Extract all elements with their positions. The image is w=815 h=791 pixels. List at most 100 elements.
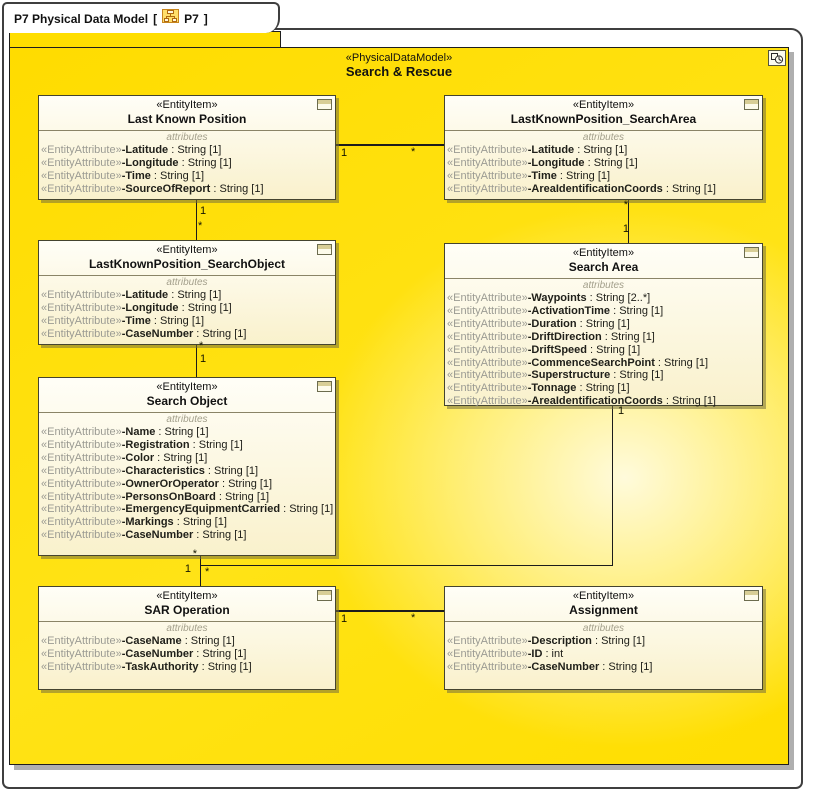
- diagram-tab-title: P7 Physical Data Model: [14, 11, 149, 26]
- multiplicity-label: *: [411, 612, 416, 624]
- attributes-section-label: attributes: [166, 623, 208, 634]
- attribute-row: «EntityAttribute»-PersonsOnBoard : Strin…: [41, 490, 270, 503]
- attribute-row: «EntityAttribute»-EmergencyEquipmentCarr…: [41, 503, 334, 516]
- entity-header: «EntityItem» LastKnownPosition_SearchAre…: [445, 96, 762, 131]
- entity-stereotype: «EntityItem»: [156, 590, 218, 602]
- attribute-row: «EntityAttribute»-Waypoints : String [2.…: [447, 292, 651, 304]
- entity-icon: [744, 590, 759, 601]
- multiplicity-label: 1: [341, 147, 348, 159]
- attribute-row: «EntityAttribute»-Color : String [1]: [41, 451, 208, 464]
- entity-lastknownposition-searchobject[interactable]: «EntityItem» LastKnownPosition_SearchObj…: [38, 240, 336, 345]
- attribute-row: «EntityAttribute»-DriftSpeed : String [1…: [447, 343, 641, 356]
- tab-open-bracket: [: [153, 11, 158, 26]
- entity-header: «EntityItem» Search Object: [39, 378, 335, 413]
- attribute-row: «EntityAttribute»-Latitude : String [1]: [41, 144, 222, 156]
- attribute-row: «EntityAttribute»-Longitude : String [1]: [41, 301, 232, 314]
- attribute-row: «EntityAttribute»-TaskAuthority : String…: [41, 660, 252, 673]
- attribute-row: «EntityAttribute»-Time : String [1]: [447, 169, 611, 182]
- entity-search-area[interactable]: «EntityItem» Search Area attributes «Ent…: [444, 243, 763, 408]
- entity-header: «EntityItem» Assignment: [445, 587, 762, 622]
- entity-icon: [317, 381, 332, 392]
- attribute-row: «EntityAttribute»-Markings : String [1]: [41, 516, 227, 529]
- package-folder-tab[interactable]: [9, 31, 281, 48]
- diagram-tab[interactable]: P7 Physical Data Model [ P7 ]: [2, 2, 280, 33]
- entity-search-object[interactable]: «EntityItem» Search Object attributes «E…: [38, 377, 336, 556]
- attribute-row: «EntityAttribute»-CaseNumber : String [1…: [41, 647, 247, 660]
- package-stereotype: «PhysicalDataModel»: [345, 52, 453, 64]
- attribute-list: «EntityAttribute»-Latitude : String [1]«…: [445, 144, 762, 196]
- entity-stereotype: «EntityItem»: [156, 99, 218, 111]
- connector-saroperation-assignment[interactable]: [336, 610, 444, 612]
- diagram-icon: [162, 9, 180, 28]
- attribute-list: «EntityAttribute»-Waypoints : String [2.…: [445, 292, 762, 408]
- multiplicity-label: 1: [622, 223, 629, 235]
- attribute-list: «EntityAttribute»-Latitude : String [1]«…: [39, 289, 335, 341]
- connector-searchobject-saroperation[interactable]: [200, 556, 201, 586]
- entity-lastknownposition-searcharea[interactable]: «EntityItem» LastKnownPosition_SearchAre…: [444, 95, 763, 200]
- attribute-row: «EntityAttribute»-Latitude : String [1]: [447, 144, 628, 156]
- entity-stereotype: «EntityItem»: [156, 244, 218, 256]
- connector-lkp-lkpsearcharea[interactable]: [336, 144, 444, 146]
- entity-assignment[interactable]: «EntityItem» Assignment attributes «Enti…: [444, 586, 763, 690]
- attribute-row: «EntityAttribute»-ID : int: [447, 647, 564, 660]
- attributes-section-label: attributes: [582, 280, 625, 291]
- entity-icon: [317, 99, 332, 110]
- entity-name: Last Known Position: [127, 112, 247, 126]
- attribute-row: «EntityAttribute»-CaseNumber : String [1…: [41, 529, 247, 542]
- entity-stereotype: «EntityItem»: [572, 590, 635, 602]
- attributes-section-label: attributes: [582, 623, 625, 634]
- entity-header: «EntityItem» SAR Operation: [39, 587, 335, 622]
- attribute-list: «EntityAttribute»-CaseName : String [1]«…: [39, 635, 335, 674]
- attribute-row: «EntityAttribute»-Description : String […: [447, 635, 646, 647]
- attribute-row: «EntityAttribute»-SourceOfReport : Strin…: [41, 182, 264, 195]
- entity-stereotype: «EntityItem»: [156, 381, 218, 393]
- multiplicity-label: 1: [618, 405, 625, 417]
- attribute-list: «EntityAttribute»-Name : String [1]«Enti…: [39, 426, 335, 542]
- attribute-list: «EntityAttribute»-Description : String […: [445, 635, 762, 674]
- attribute-row: «EntityAttribute»-Registration : String …: [41, 438, 243, 451]
- attributes-section-label: attributes: [166, 132, 208, 143]
- attribute-row: «EntityAttribute»-AreaIdentificationCoor…: [447, 182, 716, 195]
- connector-searcharea-saroperation-horizontal[interactable]: [200, 565, 613, 566]
- multiplicity-label: *: [199, 340, 204, 352]
- connector-lkp-lkpsearchobject[interactable]: [196, 200, 197, 240]
- attribute-row: «EntityAttribute»-Longitude : String [1]: [447, 156, 638, 169]
- entity-header: «EntityItem» Search Area: [445, 244, 762, 279]
- entity-name: LastKnownPosition_SearchArea: [510, 112, 697, 126]
- entity-name: Search Area: [568, 260, 639, 274]
- multiplicity-label: *: [198, 220, 203, 232]
- connector-searcharea-saroperation-vertical[interactable]: [612, 404, 613, 566]
- attribute-row: «EntityAttribute»-CaseNumber : String [1…: [41, 327, 247, 340]
- connector-lkpsearcharea-searcharea[interactable]: [628, 200, 629, 243]
- attribute-row: «EntityAttribute»-Duration : String [1]: [447, 317, 630, 330]
- entity-stereotype: «EntityItem»: [572, 99, 635, 111]
- entity-icon: [744, 99, 759, 110]
- entity-header: «EntityItem» Last Known Position: [39, 96, 335, 131]
- entity-stereotype: «EntityItem»: [572, 247, 635, 259]
- attribute-row: «EntityAttribute»-Name : String [1]: [41, 426, 209, 438]
- entity-icon: [317, 590, 332, 601]
- entity-icon: [317, 244, 332, 255]
- attribute-row: «EntityAttribute»-Superstructure : Strin…: [447, 369, 664, 382]
- multiplicity-label: *: [192, 548, 197, 560]
- composite-diagram-icon[interactable]: [768, 50, 786, 71]
- attribute-list: «EntityAttribute»-Latitude : String [1] «…: [39, 144, 335, 196]
- entity-last-known-position[interactable]: «EntityItem» Last Known Position attribu…: [38, 95, 336, 200]
- entity-name: LastKnownPosition_SearchObject: [88, 257, 286, 271]
- attribute-row: «EntityAttribute»-DriftDirection : Strin…: [447, 330, 655, 343]
- attributes-section-label: attributes: [166, 414, 208, 425]
- tab-close-bracket: ]: [203, 11, 208, 26]
- entity-name: SAR Operation: [144, 603, 230, 617]
- entity-name: Search Object: [146, 394, 228, 408]
- attributes-section-label: attributes: [166, 277, 208, 288]
- multiplicity-label: 1: [200, 353, 207, 365]
- multiplicity-label: 1: [341, 613, 348, 625]
- entity-sar-operation[interactable]: «EntityItem» SAR Operation attributes «E…: [38, 586, 336, 690]
- connector-lkpsearchobject-searchobject[interactable]: [196, 345, 197, 377]
- attribute-row: «EntityAttribute»-CaseName : String [1]: [41, 635, 235, 647]
- multiplicity-label: 1: [200, 205, 207, 217]
- attribute-row: «EntityAttribute»-AreaIdentificationCoor…: [447, 395, 716, 408]
- attribute-row: «EntityAttribute»-CaseNumber : String [1…: [447, 660, 653, 673]
- attribute-row: «EntityAttribute»-Latitude : String [1]: [41, 289, 222, 301]
- multiplicity-label: *: [205, 566, 210, 578]
